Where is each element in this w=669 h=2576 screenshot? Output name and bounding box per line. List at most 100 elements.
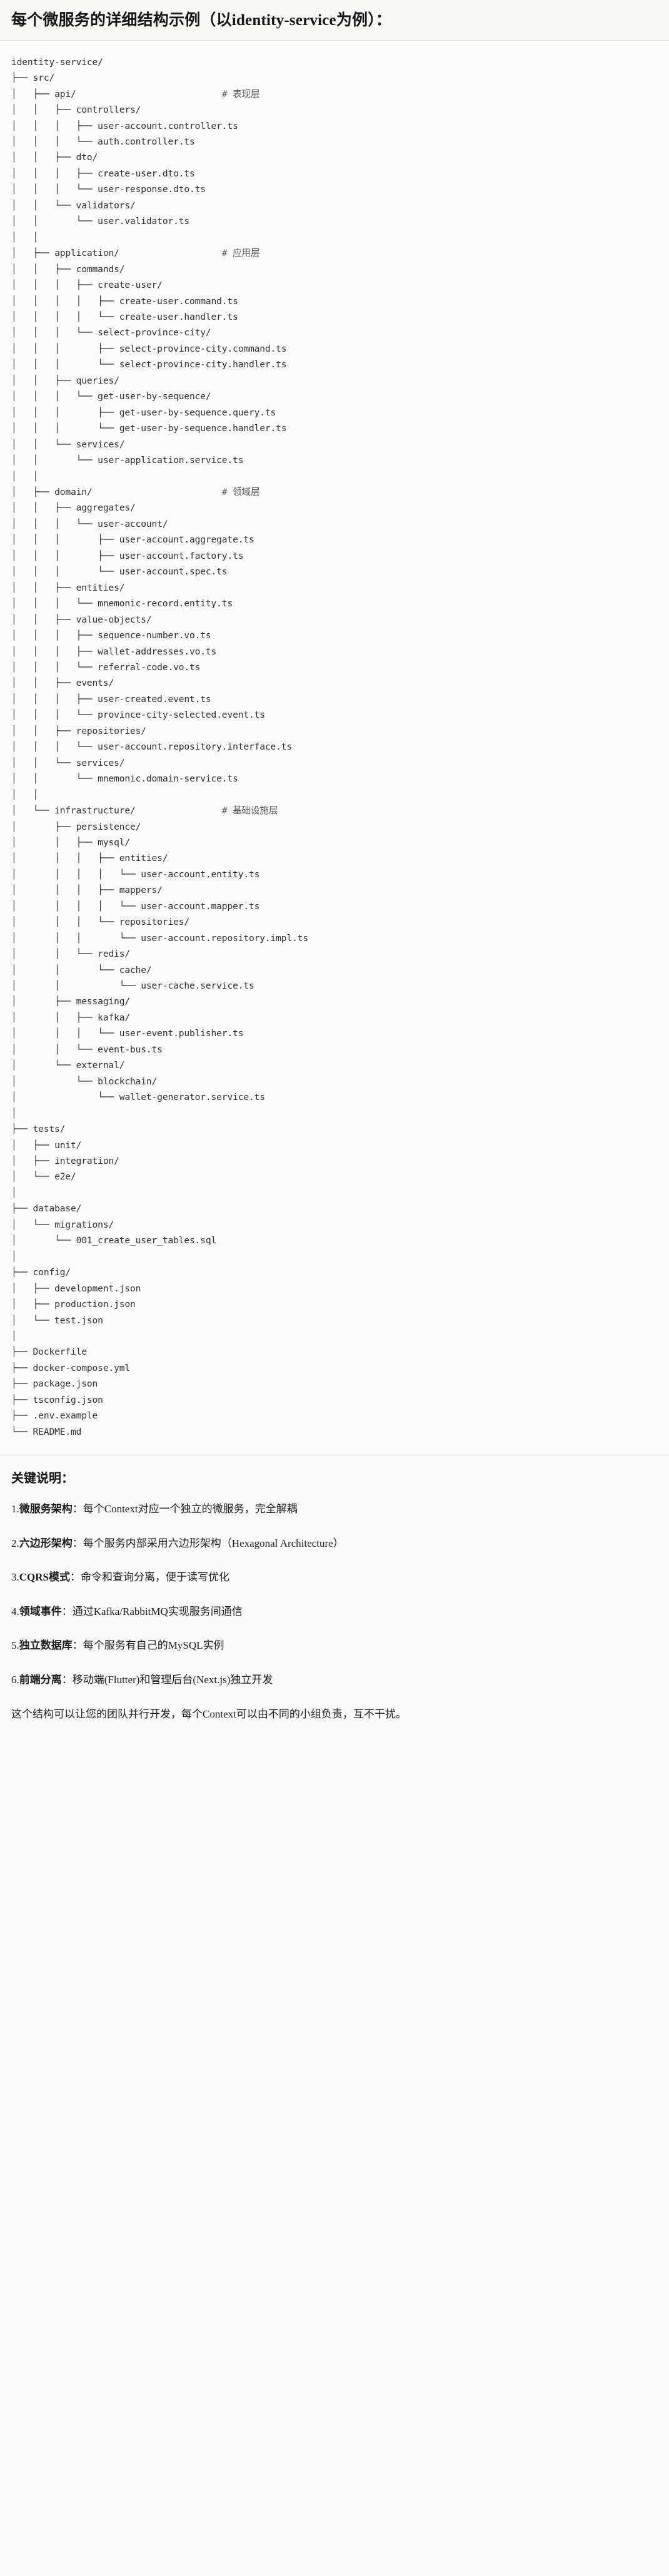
tree-line: │ │ ├── queries/ xyxy=(11,375,119,386)
tree-line-comment: # 应用层 xyxy=(221,248,260,259)
key-point-separator: ： xyxy=(72,1639,83,1652)
tree-line: │ │ │ └── repositories/ xyxy=(11,917,189,928)
key-point-term: 六边形架构 xyxy=(19,1537,73,1549)
tree-line-path: │ ├── application/ xyxy=(11,248,222,259)
tree-line: │ │ │ ├── user-account.aggregate.ts xyxy=(11,534,254,546)
tree-line: │ │ ├── value-objects/ xyxy=(11,614,152,625)
tree-line: │ └── test.json xyxy=(11,1315,103,1326)
tree-line: │ │ │ └── user-account.spec.ts xyxy=(11,566,228,578)
key-point-term: 独立数据库 xyxy=(19,1639,73,1652)
key-point-number: 6. xyxy=(11,1673,19,1686)
key-point-item: 3.CQRS模式：命令和查询分离，便于读写优化 xyxy=(11,1569,658,1586)
tree-line: │ │ │ └── user-account/ xyxy=(11,518,168,529)
tree-line: ├── database/ xyxy=(11,1203,82,1214)
key-point-number: 1. xyxy=(11,1503,19,1515)
tree-line: │ │ │ ├── get-user-by-sequence.query.ts xyxy=(11,407,276,418)
tree-line: │ │ │ ├── wallet-addresses.vo.ts xyxy=(11,646,217,657)
key-point-separator: ： xyxy=(69,1571,81,1584)
key-point-description: 命令和查询分离，便于读写优化 xyxy=(80,1571,229,1584)
directory-tree: identity-service/ ├── src/ │ ├── api/ # … xyxy=(11,54,658,1440)
tree-line: │ │ │ └── mnemonic-record.entity.ts xyxy=(11,598,233,609)
tree-line: │ │ │ ├── select-province-city.command.t… xyxy=(11,343,287,354)
tree-line: │ xyxy=(11,1187,17,1198)
tree-line: │ │ │ ├── create-user.dto.ts xyxy=(11,168,195,179)
tree-line: │ │ │ ├── entities/ xyxy=(11,853,168,864)
tree-line: │ │ └── user.validator.ts xyxy=(11,216,189,227)
tree-line-comment: # 基础设施层 xyxy=(221,805,278,817)
tree-line: │ ├── integration/ xyxy=(11,1156,119,1167)
tree-line: │ xyxy=(11,1331,17,1341)
key-point-description: 每个Context对应一个独立的微服务，完全解耦 xyxy=(83,1503,298,1515)
key-point-item: 5.独立数据库：每个服务有自己的MySQL实例 xyxy=(11,1637,658,1654)
tree-line: │ ├── application/ # 应用层 xyxy=(11,248,260,259)
tree-line: │ │ │ ├── user-account.factory.ts xyxy=(11,550,244,561)
tree-line: │ │ │ │ └── user-account.mapper.ts xyxy=(11,900,260,912)
tree-line: │ │ └── redis/ xyxy=(11,949,130,960)
key-point-term: 领域事件 xyxy=(19,1605,62,1617)
tree-line: │ │ │ ├── user-account.controller.ts xyxy=(11,120,238,131)
tree-line: │ └── e2e/ xyxy=(11,1171,76,1183)
tree-line: │ │ │ │ ├── create-user.command.ts xyxy=(11,295,238,307)
tree-line-path: │ ├── domain/ xyxy=(11,486,222,497)
tree-line-path: │ ├── api/ xyxy=(11,88,222,99)
tree-line: │ │ │ └── select-province-city.handler.t… xyxy=(11,359,287,370)
tree-line-path: │ └── infrastructure/ xyxy=(11,805,222,817)
tree-line: │ │ │ │ └── user-account.entity.ts xyxy=(11,868,260,880)
key-point-number: 3. xyxy=(11,1571,19,1584)
tree-line: ├── package.json xyxy=(11,1378,98,1390)
tree-line-comment: # 领域层 xyxy=(221,486,260,497)
tree-line: ├── Dockerfile xyxy=(11,1347,87,1358)
tree-line: identity-service/ xyxy=(11,56,103,68)
tree-line: │ └── external/ xyxy=(11,1060,125,1071)
tree-line: │ │ │ │ └── create-user.handler.ts xyxy=(11,312,238,322)
tree-line: │ └── migrations/ xyxy=(11,1219,114,1230)
tree-line: │ │ └── cache/ xyxy=(11,964,152,975)
tree-line: └── README.md xyxy=(11,1426,82,1437)
tree-line: │ ├── development.json xyxy=(11,1283,141,1294)
tree-line: │ │ │ └── user-account.repository.impl.t… xyxy=(11,932,308,944)
key-point-description: 每个服务有自己的MySQL实例 xyxy=(83,1639,224,1652)
tree-line: │ │ │ └── user-event.publisher.ts xyxy=(11,1028,244,1039)
tree-line: │ ├── api/ # 表现层 xyxy=(11,88,260,99)
tree-line: │ │ │ └── auth.controller.ts xyxy=(11,136,195,148)
key-point-number: 2. xyxy=(11,1537,19,1549)
key-point-description: 每个服务内部采用六边形架构（Hexagonal Architecture） xyxy=(83,1537,344,1549)
tree-line: │ └── infrastructure/ # 基础设施层 xyxy=(11,805,278,816)
tree-line: ├── config/ xyxy=(11,1267,71,1278)
tree-line: ├── tsconfig.json xyxy=(11,1394,103,1405)
tree-line: │ │ ├── kafka/ xyxy=(11,1012,130,1023)
tree-line: │ │ ├── controllers/ xyxy=(11,104,141,116)
key-point-separator: ： xyxy=(61,1673,73,1686)
tree-line: │ │ xyxy=(11,232,39,243)
document-page: 每个微服务的详细结构示例（以identity-service为例）： ident… xyxy=(0,0,669,1721)
key-point-term: 微服务架构 xyxy=(19,1503,73,1515)
tree-line: │ │ │ ├── create-user/ xyxy=(11,280,163,291)
tree-line: │ ├── production.json xyxy=(11,1299,136,1310)
tree-line: │ │ └── services/ xyxy=(11,439,125,450)
tree-line: │ │ │ └── user-response.dto.ts xyxy=(11,184,206,195)
closing-paragraph: 这个结构可以让您的团队并行开发，每个Context可以由不同的小组负责，互不干扰… xyxy=(11,1708,406,1721)
tree-line: │ │ xyxy=(11,471,39,482)
tree-line: │ │ ├── mysql/ xyxy=(11,837,130,848)
tree-line: │ │ │ └── user-account.repository.interf… xyxy=(11,741,293,753)
tree-line-comment: # 表现层 xyxy=(221,88,260,99)
tree-line: │ │ ├── events/ xyxy=(11,678,114,689)
key-point-number: 5. xyxy=(11,1639,19,1652)
tree-line: │ │ │ ├── sequence-number.vo.ts xyxy=(11,630,211,641)
tree-line: │ │ xyxy=(11,789,39,800)
key-point-separator: ： xyxy=(72,1503,83,1515)
tree-line: │ │ └── user-cache.service.ts xyxy=(11,980,254,992)
tree-line: │ │ │ ├── user-created.event.ts xyxy=(11,693,211,705)
tree-line: ├── docker-compose.yml xyxy=(11,1362,130,1373)
tree-line: ├── tests/ xyxy=(11,1124,66,1135)
key-point-number: 4. xyxy=(11,1605,19,1617)
tree-line: │ └── blockchain/ xyxy=(11,1076,158,1087)
directory-tree-block: identity-service/ ├── src/ │ ├── api/ # … xyxy=(0,40,669,1455)
document-header: 每个微服务的详细结构示例（以identity-service为例）： xyxy=(0,0,669,41)
key-point-description: 通过Kafka/RabbitMQ实现服务间通信 xyxy=(72,1605,243,1617)
tree-line: │ │ └── user-application.service.ts xyxy=(11,455,244,466)
tree-line: │ │ └── services/ xyxy=(11,757,125,768)
page-title: 每个微服务的详细结构示例（以identity-service为例）： xyxy=(11,12,392,29)
key-point-term: 前端分离 xyxy=(19,1673,62,1686)
